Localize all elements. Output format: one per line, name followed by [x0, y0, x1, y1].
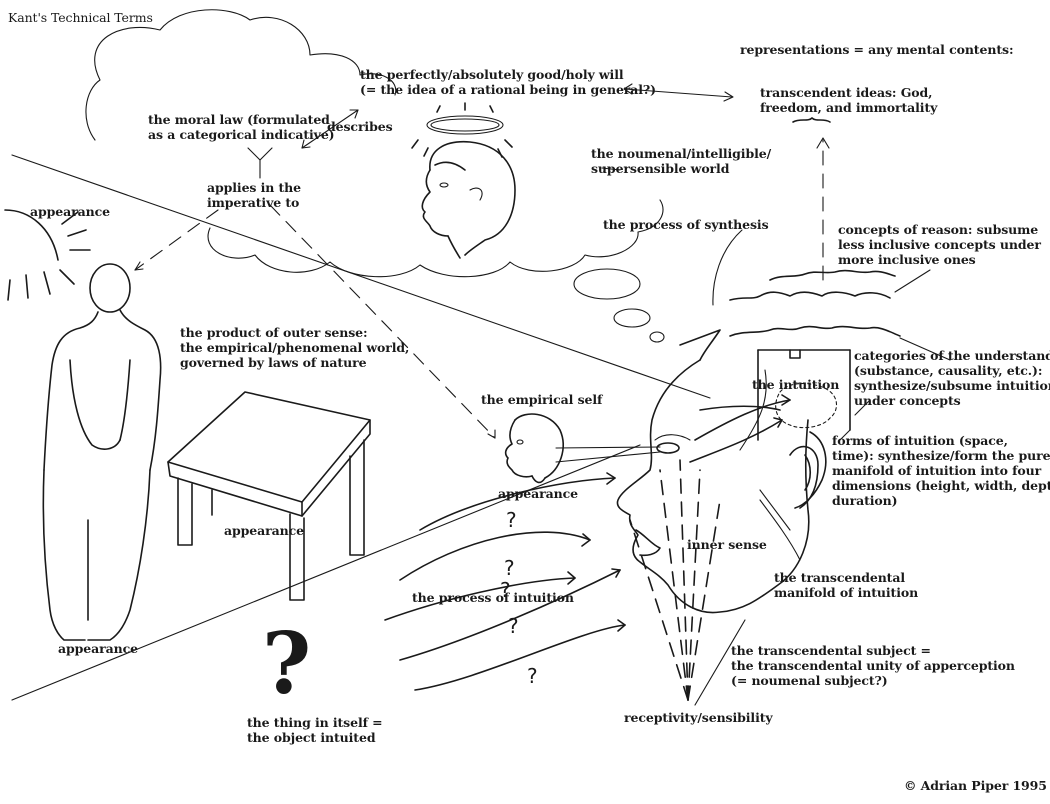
process-intuition-label: the process of intuition [412, 590, 574, 605]
transcendental-manifold-label: the transcendental manifold of intuition [774, 570, 919, 600]
world-divider-lower [11, 444, 641, 701]
intuition-arrows [384, 394, 791, 691]
empirical-self-dashed-arrow [269, 204, 496, 439]
transcendent-ideas-label: transcendent ideas: God, freedom, and im… [760, 85, 938, 115]
large-head [616, 329, 827, 614]
appearance-table-label: appearance [224, 523, 304, 538]
representations-label: representations = any mental contents: [740, 42, 1014, 57]
receptivity-lines [629, 459, 721, 701]
question-mark: ? [508, 614, 519, 638]
thought-bubble-large [573, 268, 641, 300]
holy-will-label: the perfectly/absolutely good/holy will … [360, 67, 656, 97]
sun-icon [4, 209, 91, 301]
describes-arrow [301, 109, 359, 149]
outer-sense-label: the product of outer sense: the empirica… [180, 325, 410, 370]
halo-rays [411, 102, 513, 158]
thing-in-itself-label: the thing in itself = the object intuite… [247, 715, 383, 745]
person-figure [42, 263, 162, 641]
the-intuition-label: the intuition [752, 377, 840, 392]
brain-brackets [729, 117, 901, 441]
empirical-self-label: the empirical self [481, 392, 603, 407]
halo-icon [426, 115, 504, 135]
question-mark: ? [506, 508, 517, 532]
concepts-reason-label: concepts of reason: subsume less inclusi… [838, 222, 1041, 267]
will-ideas-arrow [624, 88, 733, 98]
small-head [504, 413, 564, 484]
applies-fork [247, 147, 273, 161]
appearance-head-label: appearance [498, 486, 578, 501]
applies-label: applies in the imperative to [207, 180, 302, 210]
question-mark: ? [500, 578, 511, 602]
describes-label: describes [327, 119, 393, 134]
receptivity-label: receptivity/sensibility [624, 710, 773, 725]
copyright-label: © Adrian Piper 1995 [904, 778, 1047, 793]
thought-bubble-medium [613, 308, 651, 328]
question-mark: ? [504, 556, 515, 580]
forms-intuition-label: forms of intuition (space, time): synthe… [832, 433, 1050, 508]
thing-in-itself-icon: ? [262, 614, 312, 713]
thought-bubble-small [649, 331, 665, 343]
appearance-person-label: appearance [58, 641, 138, 656]
categories-label: categories of the understanding (substan… [854, 348, 1050, 408]
intuition-blob [775, 382, 838, 429]
inner-sense-label: inner sense [687, 537, 767, 552]
holy-will-head [421, 140, 516, 259]
appearance-sun-label: appearance [30, 204, 110, 219]
thought-cloud [85, 9, 664, 278]
synthesis-line [712, 229, 743, 306]
table-figure [167, 391, 371, 601]
world-divider-upper [11, 154, 711, 399]
moral-law-label: the moral law (formulated as a categoric… [148, 112, 335, 142]
page-title: Kant's Technical Terms [8, 10, 153, 25]
noumenal-world-label: the noumenal/intelligible/ supersensible… [591, 146, 772, 176]
ear [789, 445, 819, 509]
process-synthesis-label: the process of synthesis [603, 217, 769, 232]
applies-dashed-arrow [134, 209, 219, 271]
transcendental-subject-label: the transcendental subject = the transce… [731, 643, 1015, 688]
question-mark: ? [527, 664, 538, 688]
